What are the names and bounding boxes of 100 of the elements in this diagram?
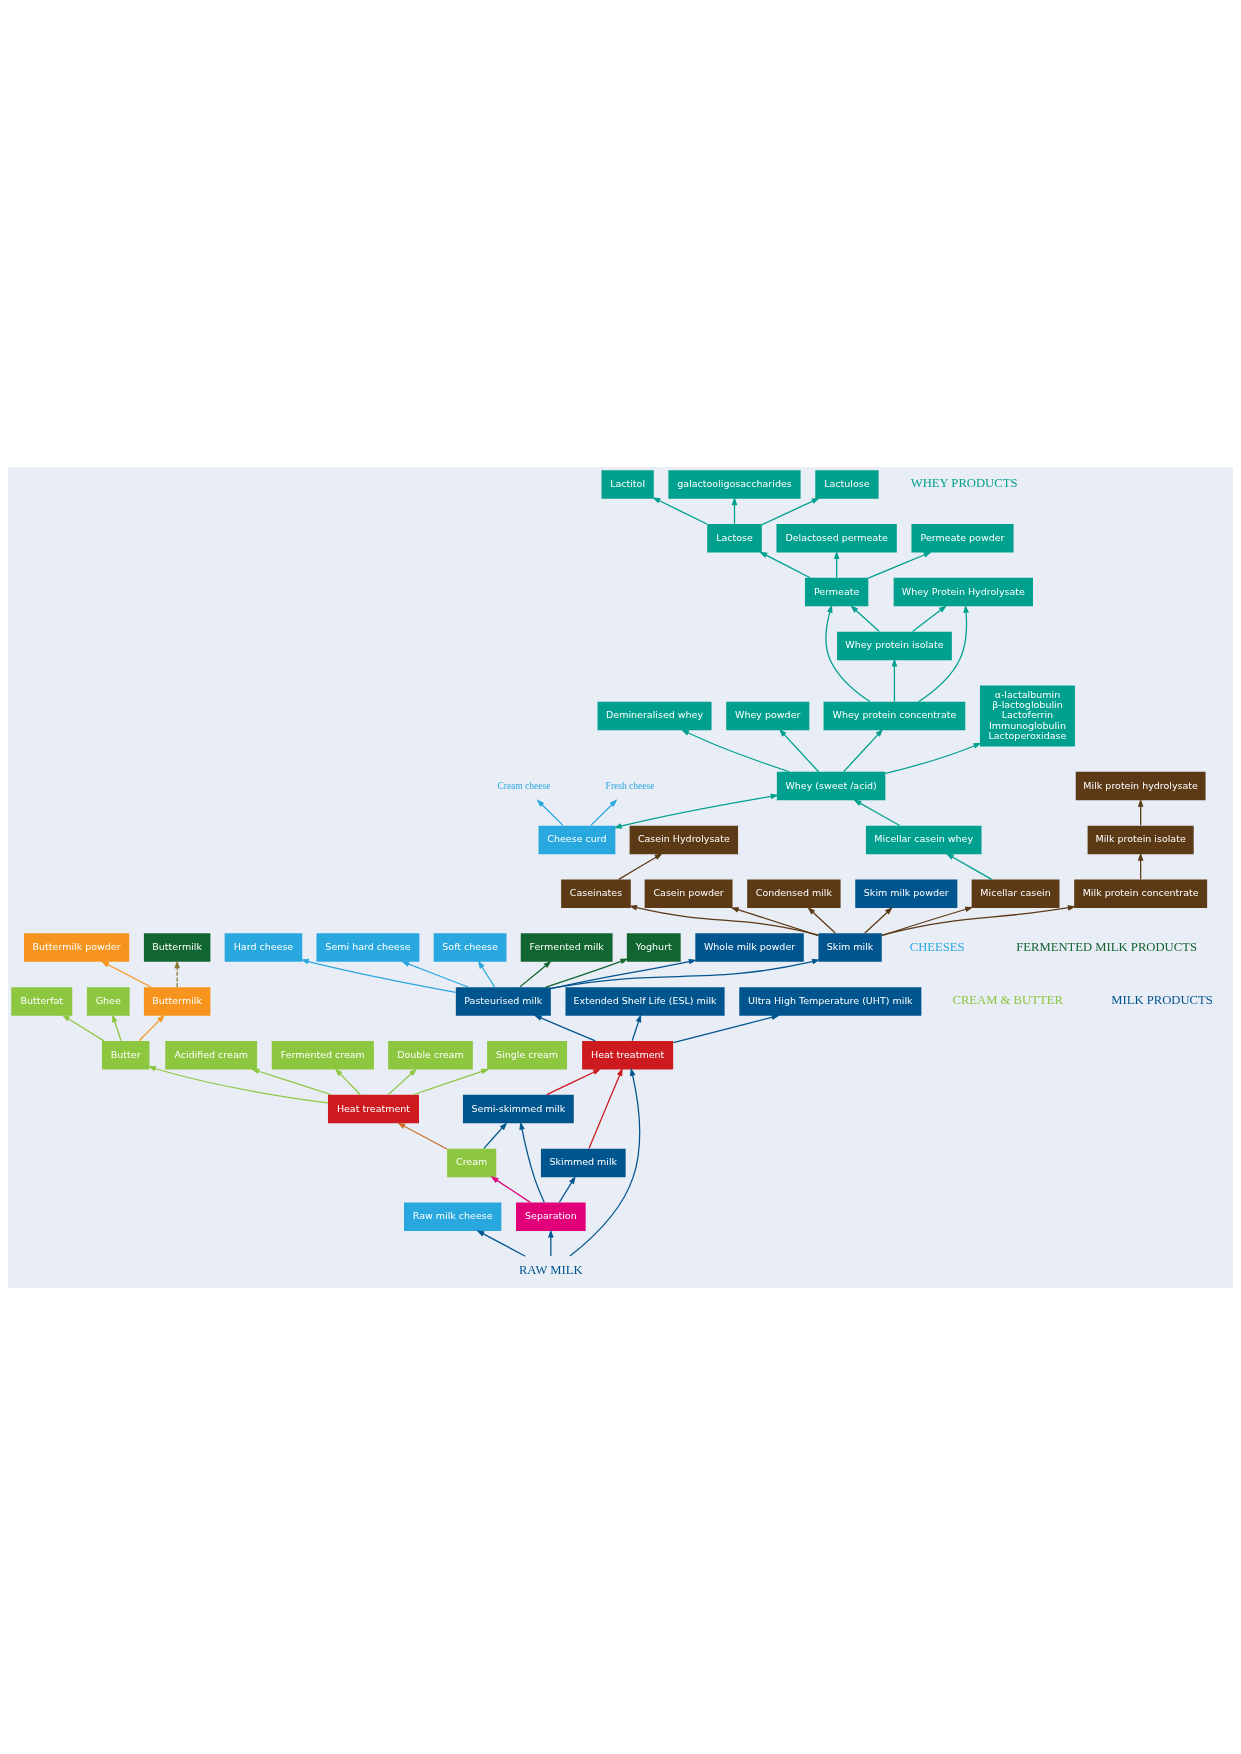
label: CHEESES	[909, 939, 965, 954]
arrow	[833, 550, 840, 578]
label: WHEY PRODUCTS	[910, 475, 1018, 490]
node-box: Semi hard cheese	[316, 932, 420, 962]
node-box: Extended Shelf Life (ESL) milk	[565, 986, 725, 1016]
arrow	[533, 1014, 596, 1041]
arrow	[884, 742, 982, 774]
arrow	[842, 728, 884, 772]
node-box: Lactitol	[601, 469, 654, 499]
arrow	[917, 604, 969, 702]
node-box: Separation	[516, 1202, 586, 1231]
arrow	[387, 1067, 418, 1095]
node-box: Single cream	[487, 1040, 568, 1069]
node-box: Buttermilk	[143, 932, 211, 962]
node-box: Milk protein isolate	[1087, 825, 1194, 854]
node-box: Skim milk	[818, 932, 882, 962]
arrow	[174, 959, 180, 987]
arrow	[672, 1014, 780, 1043]
node-box: Whey protein concentrate	[823, 701, 966, 730]
arrow	[490, 1175, 531, 1203]
arrow	[401, 960, 469, 988]
arrow	[558, 1175, 576, 1203]
node-box: Condensed milk	[747, 879, 841, 908]
arrow	[546, 1068, 602, 1095]
label: MILK PRODUCTS	[1111, 992, 1213, 1007]
arrow	[519, 1121, 545, 1203]
node-box: Delactosed permeate	[776, 523, 897, 552]
arrow	[397, 1122, 448, 1150]
label: FERMENTED MILK PRODUCTS	[1016, 939, 1197, 954]
node-box: Fermented cream	[271, 1040, 374, 1069]
arrow	[881, 906, 974, 936]
arrow	[251, 1068, 333, 1095]
label: CREAM & BUTTER	[952, 992, 1063, 1007]
node-box: galactooligosaccharides	[668, 469, 801, 499]
node-box: Butterfat	[11, 986, 73, 1016]
arrow	[483, 1121, 508, 1149]
node-box: Permeate powder	[911, 523, 1014, 552]
arrow	[1137, 852, 1144, 880]
node-box: Semi-skimmed milk	[462, 1094, 574, 1123]
arrow	[569, 1067, 641, 1257]
arrow	[613, 793, 779, 829]
arrow	[911, 604, 947, 632]
arrow	[761, 497, 820, 525]
arrow	[629, 904, 819, 936]
arrow	[147, 1065, 329, 1104]
arrow	[477, 960, 496, 987]
arrow	[731, 496, 738, 524]
arrow	[100, 960, 152, 988]
node-text: Fresh cheese	[605, 780, 655, 791]
arrow	[825, 604, 871, 702]
node-box: Micellar casein	[971, 879, 1060, 908]
node-box: Whey Protein Hydrolysate	[893, 577, 1033, 606]
arrow	[300, 958, 457, 993]
arrow	[1137, 798, 1144, 826]
arrow	[730, 906, 819, 936]
arrow	[864, 906, 893, 934]
node-box: Acidified cream	[165, 1040, 258, 1069]
node-box: Permeate	[804, 577, 869, 606]
node-box: Milk protein concentrate	[1074, 879, 1208, 908]
node-box: Casein powder	[644, 879, 733, 908]
arrow	[548, 1228, 554, 1257]
node-box: Ultra High Temperature (UHT) milk	[739, 986, 922, 1016]
arrow	[759, 551, 811, 578]
arrow	[778, 728, 820, 772]
node-box: Cream	[447, 1148, 497, 1177]
node-box: Micellar casein whey	[865, 825, 982, 854]
node-box: Lactose	[707, 523, 762, 552]
node-box: Caseinates	[561, 879, 631, 908]
node-box: Skimmed milk	[540, 1148, 626, 1177]
node-box: α-lactalbumin β-lactoglobulin Lactoferrin Immunoglobulin Lactoperoxidase	[979, 685, 1075, 746]
node-box: Buttermilk	[143, 986, 211, 1016]
node-box: Ghee	[86, 986, 130, 1016]
node-box: Heat treatment	[327, 1094, 419, 1123]
arrow	[519, 960, 552, 987]
arrow	[588, 1067, 623, 1149]
node-box: Butter	[101, 1040, 150, 1069]
arrow	[853, 798, 901, 826]
arrow	[867, 551, 932, 579]
node-box: Whey powder	[726, 701, 810, 730]
arrow	[476, 1229, 526, 1257]
arrow	[536, 798, 564, 826]
arrow	[618, 852, 663, 880]
node-box: Cheese curd	[538, 825, 616, 854]
node-box: Milk protein hydrolysate	[1075, 771, 1206, 800]
node-box: Fermented milk	[520, 932, 613, 962]
arrow	[138, 1014, 165, 1041]
node-box: Casein Hydrolysate	[629, 825, 739, 854]
arrow	[112, 1013, 122, 1041]
node-box: Buttermilk powder	[23, 932, 130, 962]
arrow	[412, 1068, 490, 1095]
node-text: Cream cheese	[497, 780, 551, 791]
arrow	[590, 798, 618, 826]
arrow	[850, 604, 880, 632]
node-text: RAW MILK	[518, 1262, 583, 1277]
node-box: Whole milk powder	[695, 932, 804, 962]
arrow	[891, 657, 898, 702]
arrow	[945, 852, 993, 880]
node-box: Lactulose	[815, 469, 879, 499]
arrow	[807, 906, 836, 934]
arrow	[550, 958, 821, 989]
